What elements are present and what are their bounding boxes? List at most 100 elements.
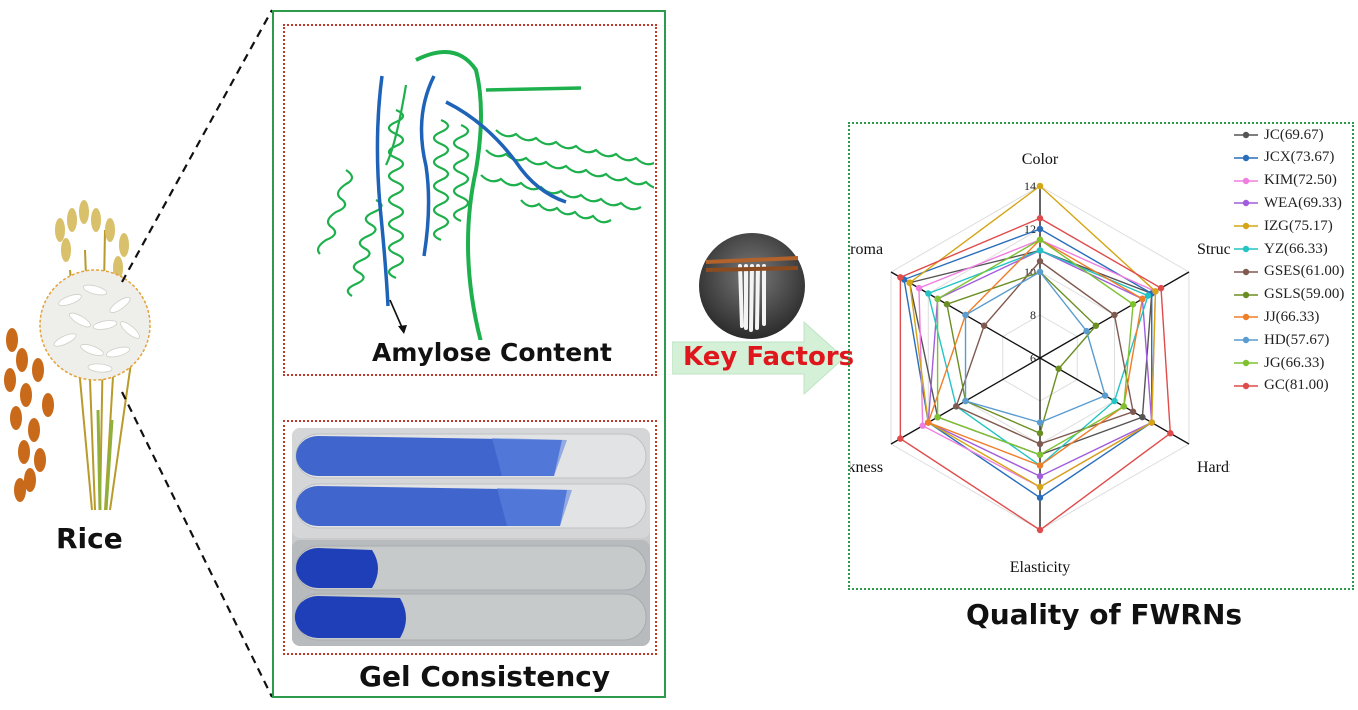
radar-tick-label: 8 (1030, 308, 1036, 322)
noodle-icon (698, 232, 806, 340)
radar-series-point (1036, 247, 1044, 254)
amylose-label: Amylose Content (372, 338, 612, 367)
radar-series-point (962, 311, 969, 319)
radar-series-point (1152, 288, 1159, 295)
legend-swatch (1234, 177, 1258, 184)
legend-swatch (1234, 291, 1258, 298)
radar-legend: JC(69.67) JCX(73.67) KIM(72.50) WEA(69.33) I… (1232, 124, 1354, 404)
radar-tick-label: 14 (1024, 179, 1036, 193)
radar-tick-label: 6 (1030, 351, 1036, 365)
radar-series-point (1120, 403, 1127, 410)
radar-series-point (1036, 419, 1044, 426)
quality-label: Quality of FWRNs (966, 598, 1243, 631)
radar-series-point (1036, 440, 1044, 448)
radar-axis-label: Stickness (850, 459, 883, 476)
legend-label: KIM(72.50) (1264, 172, 1337, 189)
key-factors-label: Key Factors (683, 342, 855, 372)
gel-box (283, 420, 657, 655)
legend-item: GC(81.00) (1232, 375, 1329, 397)
legend-item: HD(57.67) (1232, 329, 1329, 351)
radar-axis-label: Structure state (1197, 241, 1230, 258)
radar-series-point (1036, 526, 1044, 534)
radar-series-point (1036, 268, 1044, 276)
radar-series-point (1129, 301, 1137, 308)
radar-series-point (925, 290, 932, 297)
radar-series-point (925, 419, 932, 426)
radar-series-point (943, 301, 951, 308)
legend-swatch (1234, 336, 1258, 344)
legend-item: GSES(61.00) (1232, 261, 1344, 283)
legend-item: YZ(66.33) (1232, 238, 1328, 260)
radar-series-point (953, 403, 960, 410)
legend-item: GSLS(59.00) (1232, 284, 1344, 306)
radar-axis-label: Hardness (1197, 459, 1230, 476)
radar-series-point (1036, 462, 1044, 469)
radar-series-point (1111, 311, 1118, 319)
legend-item: KIM(72.50) (1232, 170, 1337, 192)
radar-chart-box (848, 122, 1354, 590)
radar-series-point (1036, 258, 1044, 265)
radar-series-point (962, 397, 969, 405)
legend-swatch (1234, 382, 1258, 389)
radar-series-point (919, 422, 926, 429)
radar-series-point (1139, 295, 1146, 303)
legend-label: JC(69.67) (1264, 126, 1324, 143)
legend-swatch (1234, 131, 1258, 139)
radar-series-point (1036, 215, 1044, 222)
key-factors-arrow (672, 320, 845, 396)
legend-item: IZG(75.17) (1232, 215, 1333, 237)
legend-item: JC(69.67) (1232, 124, 1324, 146)
radar-series-point (1036, 451, 1044, 458)
radar-series-point (1036, 473, 1044, 480)
radar-series-point (1139, 413, 1146, 421)
rice-illustration (0, 190, 160, 520)
legend-label: IZG(75.17) (1264, 217, 1333, 234)
legend-item: JJ(66.33) (1232, 306, 1319, 328)
radar-series-point (1036, 494, 1044, 501)
amylose-helix-illustration (316, 50, 654, 340)
legend-label: GC(81.00) (1264, 377, 1329, 394)
legend-label: YZ(66.33) (1264, 240, 1328, 257)
radar-series-point (934, 413, 941, 421)
radar-series-line (918, 238, 1157, 488)
legend-label: JJ(66.33) (1264, 308, 1320, 325)
amylose-box (283, 24, 657, 376)
radar-series-point (897, 435, 904, 442)
rice-label: Rice (56, 522, 123, 555)
radar-chart: 68101214ColorStructure stateHardnessElas… (850, 151, 1230, 576)
radar-series-point (1036, 430, 1044, 437)
factors-panel (272, 10, 666, 698)
zoom-lines (121, 9, 273, 698)
legend-item: JCX(73.67) (1232, 147, 1334, 169)
legend-label: WEA(69.33) (1264, 194, 1342, 211)
radar-series-point (897, 274, 904, 281)
legend-item: JG(66.33) (1232, 352, 1324, 374)
radar-series-point (980, 322, 988, 329)
radar-axis-label: Color (1022, 151, 1059, 168)
radar-series-point (1092, 322, 1100, 329)
radar-series-point (1129, 408, 1137, 415)
legend-swatch (1234, 154, 1258, 161)
legend-swatch (1234, 200, 1258, 207)
radar-series-point (1036, 483, 1044, 491)
legend-label: HD(57.67) (1264, 331, 1330, 348)
radar-series-point (1167, 430, 1174, 437)
legend-label: GSES(61.00) (1264, 263, 1345, 280)
gel-tubes-photo (292, 428, 650, 646)
radar-axis-label: Elasticity (1010, 559, 1070, 576)
legend-swatch (1234, 268, 1258, 275)
radar-series-point (934, 295, 941, 303)
radar-series-point (1083, 327, 1090, 335)
legend-label: JG(66.33) (1264, 354, 1325, 371)
radar-series-point (1036, 236, 1044, 243)
radar-series-point (1111, 397, 1118, 405)
legend-label: JCX(73.67) (1264, 149, 1335, 166)
radar-series-point (1157, 284, 1165, 292)
legend-item: WEA(69.33) (1232, 192, 1342, 214)
radar-series-point (1101, 392, 1109, 399)
legend-label: GSLS(59.00) (1264, 286, 1345, 303)
legend-swatch (1234, 222, 1258, 230)
radar-tick-label: 12 (1024, 222, 1036, 236)
radar-series-point (1148, 419, 1155, 426)
radar-series-point (1036, 225, 1044, 233)
